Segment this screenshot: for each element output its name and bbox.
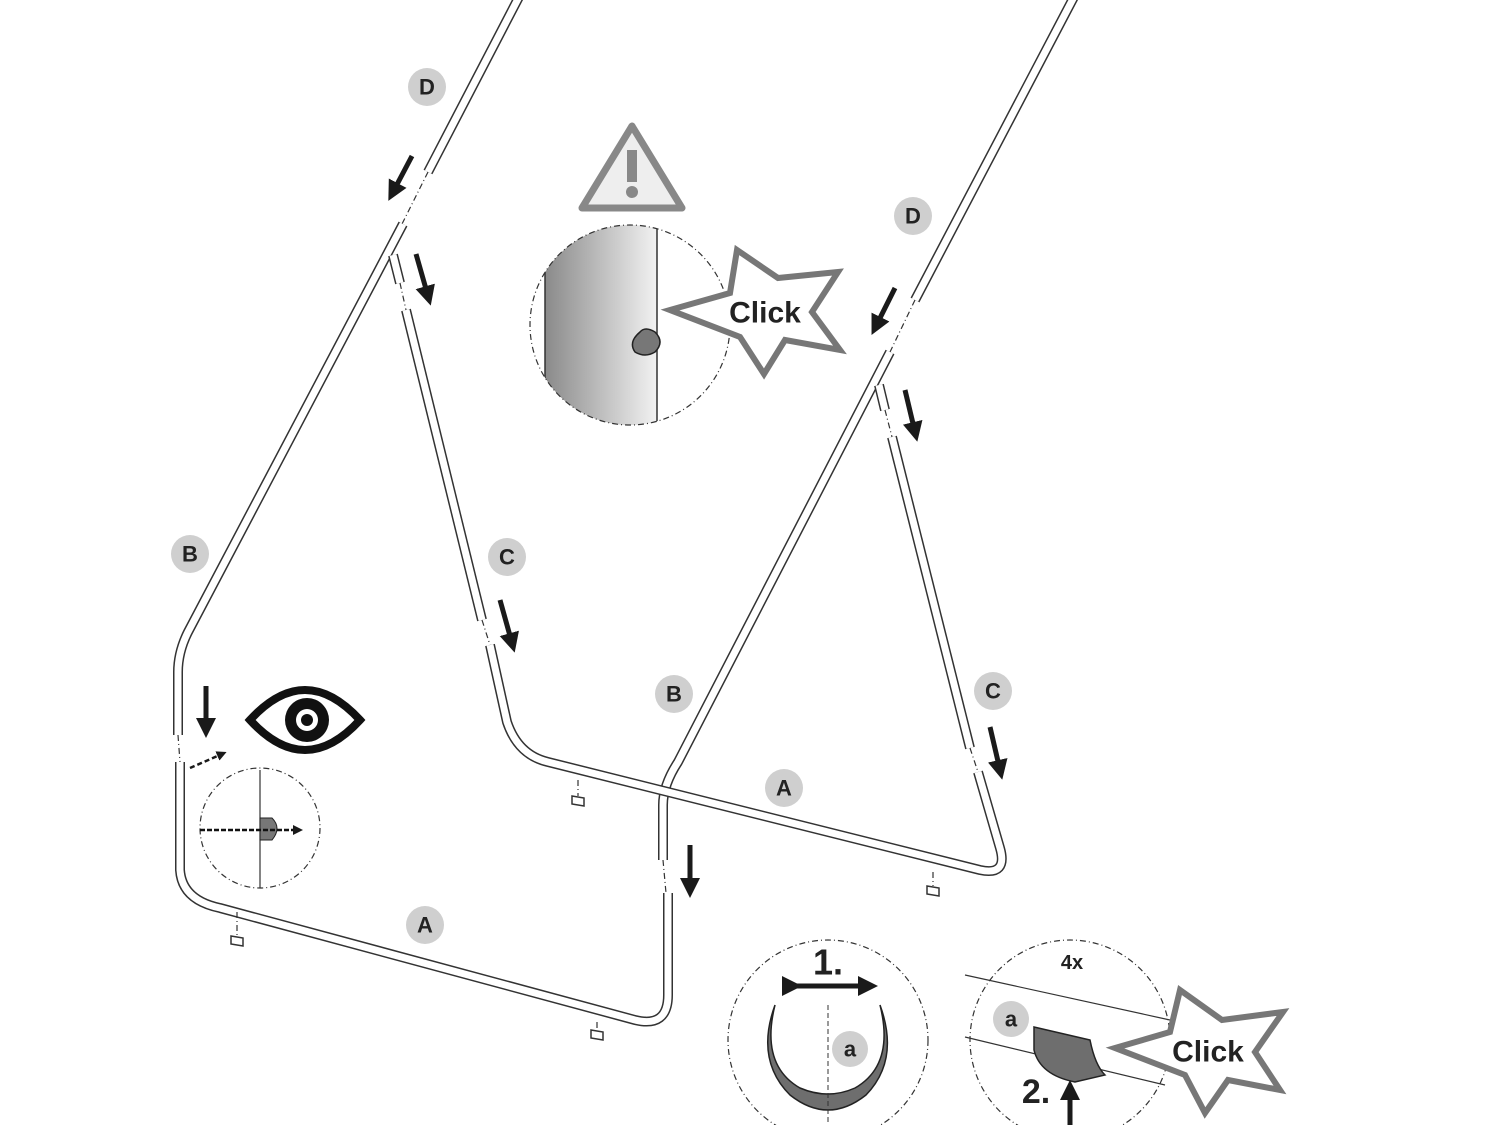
- clip-icon: [571, 795, 585, 807]
- tube-a-left: [175, 762, 673, 1027]
- badge-c-left: C: [488, 538, 526, 576]
- svg-text:Click: Click: [1172, 1036, 1244, 1069]
- svg-text:B: B: [182, 542, 198, 567]
- tube-b-left: [173, 221, 408, 735]
- svg-text:C: C: [499, 545, 515, 570]
- svg-text:A: A: [776, 776, 792, 801]
- badge-a-right: A: [765, 769, 803, 807]
- tube-a-right: [485, 643, 1007, 876]
- badge-d-left: D: [408, 68, 446, 106]
- svg-text:a: a: [844, 1037, 857, 1062]
- tube-d-right: [910, 0, 1079, 303]
- right-frame: [485, 0, 1079, 876]
- svg-text:a: a: [1005, 1007, 1018, 1032]
- svg-text:Click: Click: [729, 297, 801, 330]
- clip-open-detail: 1. a: [727, 939, 929, 1125]
- direction-arrows: [189, 154, 1008, 898]
- clip-icon: [590, 1029, 604, 1041]
- pin-detail: [199, 767, 321, 889]
- svg-text:D: D: [419, 75, 435, 100]
- click-callout-top: Click: [660, 244, 847, 380]
- svg-text:B: B: [666, 682, 682, 707]
- badge-b-right: B: [655, 675, 693, 713]
- svg-text:2.: 2.: [1022, 1073, 1050, 1111]
- foot-clips: [230, 780, 940, 1041]
- clip-icon: [1033, 1026, 1107, 1083]
- badge-c-right: C: [974, 672, 1012, 710]
- clip-attach-detail: 4x a 2.: [964, 939, 1171, 1125]
- svg-text:C: C: [985, 679, 1001, 704]
- pole-click-detail: [529, 224, 731, 426]
- tube-c-left: [401, 308, 487, 622]
- badge-b-left: B: [171, 535, 209, 573]
- clip-icon: [926, 885, 940, 897]
- warning-icon: [578, 122, 686, 212]
- clip-icon: [230, 935, 244, 947]
- badge-d-right: D: [894, 197, 932, 235]
- svg-text:D: D: [905, 204, 921, 229]
- tube-b-right: [658, 349, 895, 860]
- tube-d-left: [423, 0, 524, 175]
- click-callout-bottom: Click: [1105, 984, 1290, 1119]
- tube-c-right: [887, 435, 975, 750]
- eye-icon: [244, 686, 366, 754]
- badge-a-left: A: [406, 906, 444, 944]
- svg-text:A: A: [417, 913, 433, 938]
- svg-text:1.: 1.: [813, 942, 843, 983]
- left-frame: [173, 0, 673, 1027]
- svg-text:4x: 4x: [1061, 952, 1083, 974]
- push-button-pin-icon: [631, 328, 661, 356]
